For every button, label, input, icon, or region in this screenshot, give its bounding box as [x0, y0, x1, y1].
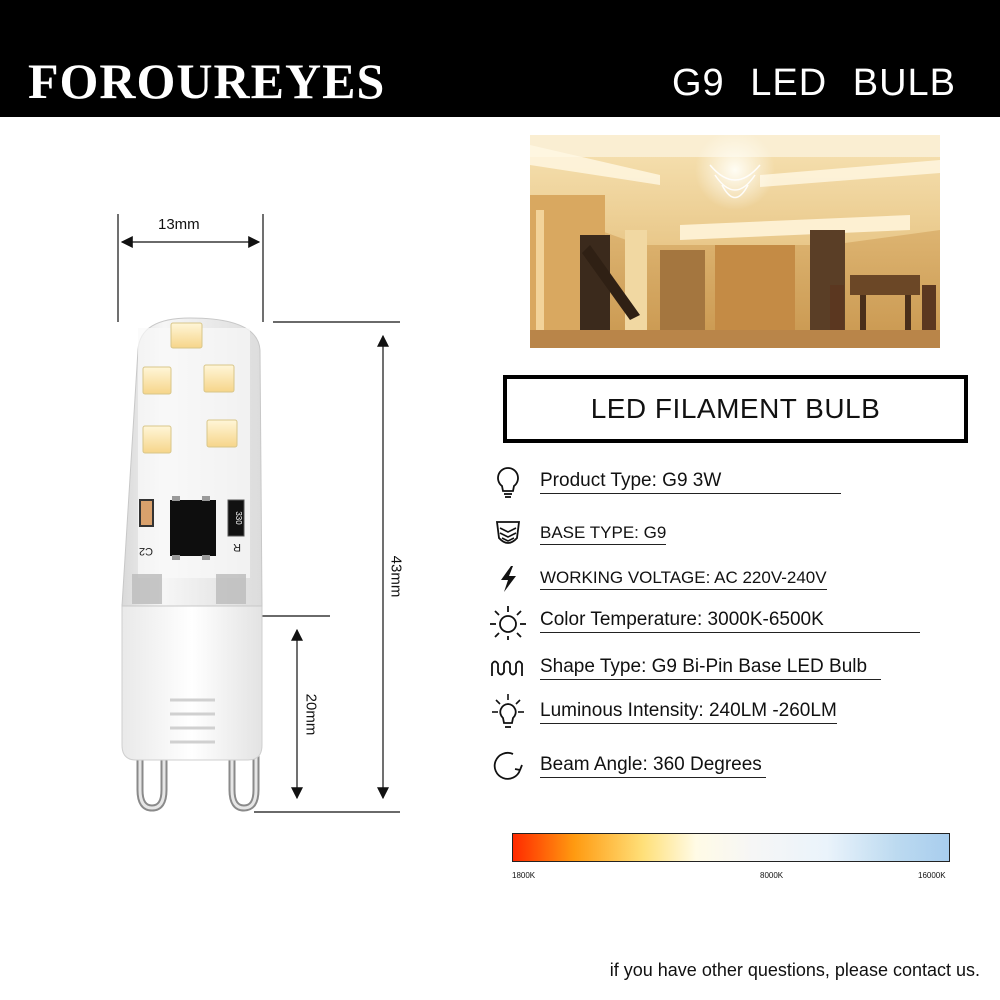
height-label: 43mm: [387, 555, 405, 598]
led-4: [142, 425, 172, 454]
pin-left-hl: [138, 745, 166, 810]
chip-leads: [172, 496, 210, 560]
product-label-box: LED FILAMENT BULB: [503, 375, 968, 443]
product-label: LED FILAMENT BULB: [590, 393, 881, 424]
spec-working-voltage: WORKING VOLTAGE: AC 220V-240V: [540, 568, 827, 590]
room-photo: [530, 135, 940, 348]
capacitor-marking: C2: [139, 545, 153, 557]
bulb-icon: [488, 464, 528, 500]
brand-logo: FOROUREYES: [28, 53, 386, 109]
rotate-icon: [488, 748, 528, 784]
contact-note: if you have other questions, please cont…: [609, 960, 980, 980]
resistor-label: R: [233, 541, 241, 553]
header-bar: FOROUREYES G9 LED BULB: [0, 0, 1000, 117]
pin-right-hl: [230, 745, 258, 810]
led-2: [142, 366, 172, 395]
resistor-marking: 330: [234, 511, 243, 525]
spec-base-type: BASE TYPE: G9: [540, 523, 667, 545]
base-icon: [488, 516, 528, 552]
spec-shape-type: Shape Type: G9 Bi-Pin Base LED Bulb: [540, 656, 882, 680]
bulb-base: [121, 604, 263, 761]
solder-pad-left: [132, 574, 162, 604]
lightning-icon: [488, 561, 528, 597]
led-1: [170, 322, 203, 349]
base-height-label: 20mm: [302, 693, 320, 736]
spec-beam-angle: Beam Angle: 360 Degrees: [540, 754, 766, 778]
width-label: 13mm: [158, 216, 200, 233]
glowing-bulb-icon: [488, 694, 528, 730]
spec-row-beam-angle: Beam Angle: 360 Degrees: [488, 748, 766, 784]
spec-row-shape-type: Shape Type: G9 Bi-Pin Base LED Bulb: [488, 650, 882, 686]
spec-row-color-temperature: Color Temperature: 3000K-6500K: [488, 603, 920, 640]
color-temperature-bar: [512, 833, 950, 862]
capacitor: [139, 499, 154, 527]
spec-row-product-type: Product Type: G9 3W: [488, 464, 842, 500]
spec-luminous-intensity: Luminous Intensity: 240LM -260LM: [540, 700, 837, 724]
sun-icon: [488, 603, 528, 640]
spec-row-working-voltage: WORKING VOLTAGE: AC 220V-240V: [488, 561, 827, 597]
spec-row-base-type: BASE TYPE: G9: [488, 516, 667, 552]
product-title: G9 LED BULB: [672, 62, 956, 104]
scale-label-16000k: 16000K: [918, 871, 946, 880]
spec-color-temperature: Color Temperature: 3000K-6500K: [540, 609, 920, 633]
spec-row-luminous-intensity: Luminous Intensity: 240LM -260LM: [488, 694, 837, 730]
bulb-dimension-diagram: 330 C2 R: [117, 214, 400, 813]
coil-icon: [488, 650, 528, 686]
resistor: [227, 499, 245, 537]
base-grip-lines: [170, 698, 215, 744]
led-3: [203, 364, 235, 393]
driver-chip: [170, 500, 216, 556]
led-5: [206, 419, 238, 448]
scale-label-1800k: 1800K: [512, 871, 536, 880]
scale-label-8000k: 8000K: [760, 871, 784, 880]
spec-product-type: Product Type: G9 3W: [540, 470, 842, 494]
solder-pad-right: [216, 574, 246, 604]
